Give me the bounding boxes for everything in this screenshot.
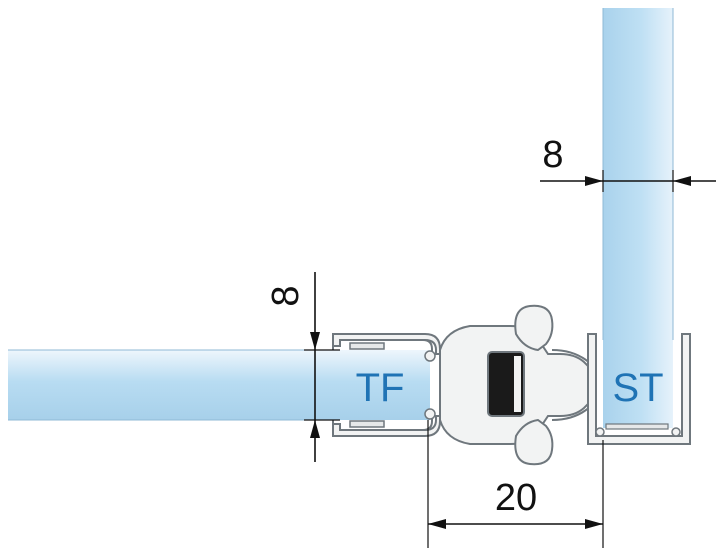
magnet-connector-arm (551, 349, 597, 421)
right-u-channel-inner-lip (605, 423, 669, 430)
dimension-profile-width-label: 20 (495, 477, 537, 519)
dimension-left-thickness: 8 (265, 272, 340, 462)
magnet-housing-upper-lobe (514, 304, 554, 352)
left-clamp-grip-top (349, 342, 385, 350)
magnet-strip-highlight (514, 356, 521, 412)
dimension-top-thickness-label: 8 (542, 134, 563, 176)
left-clamp-bead-top (424, 350, 436, 362)
magnet-housing-lower-lobe (514, 418, 554, 466)
vertical-glass-label: ST (612, 366, 663, 410)
dimension-top-thickness: 8 (540, 134, 716, 192)
right-u-channel-bead-right (671, 427, 681, 437)
dimension-left-thickness-label: 8 (265, 285, 307, 306)
horizontal-glass-label: TF (356, 366, 405, 410)
left-clamp-bead-bottom (424, 408, 436, 420)
horizontal-glass-pane (8, 350, 430, 420)
left-clamp-bottom-lip (332, 415, 441, 437)
vertical-glass-pane (603, 8, 673, 428)
dimension-profile-width: 20 (427, 420, 604, 548)
left-clamp-grip-bottom (349, 420, 385, 428)
right-u-channel (587, 333, 691, 445)
right-u-channel-bead-left (595, 427, 605, 437)
left-clamp-top-lip (332, 333, 441, 355)
